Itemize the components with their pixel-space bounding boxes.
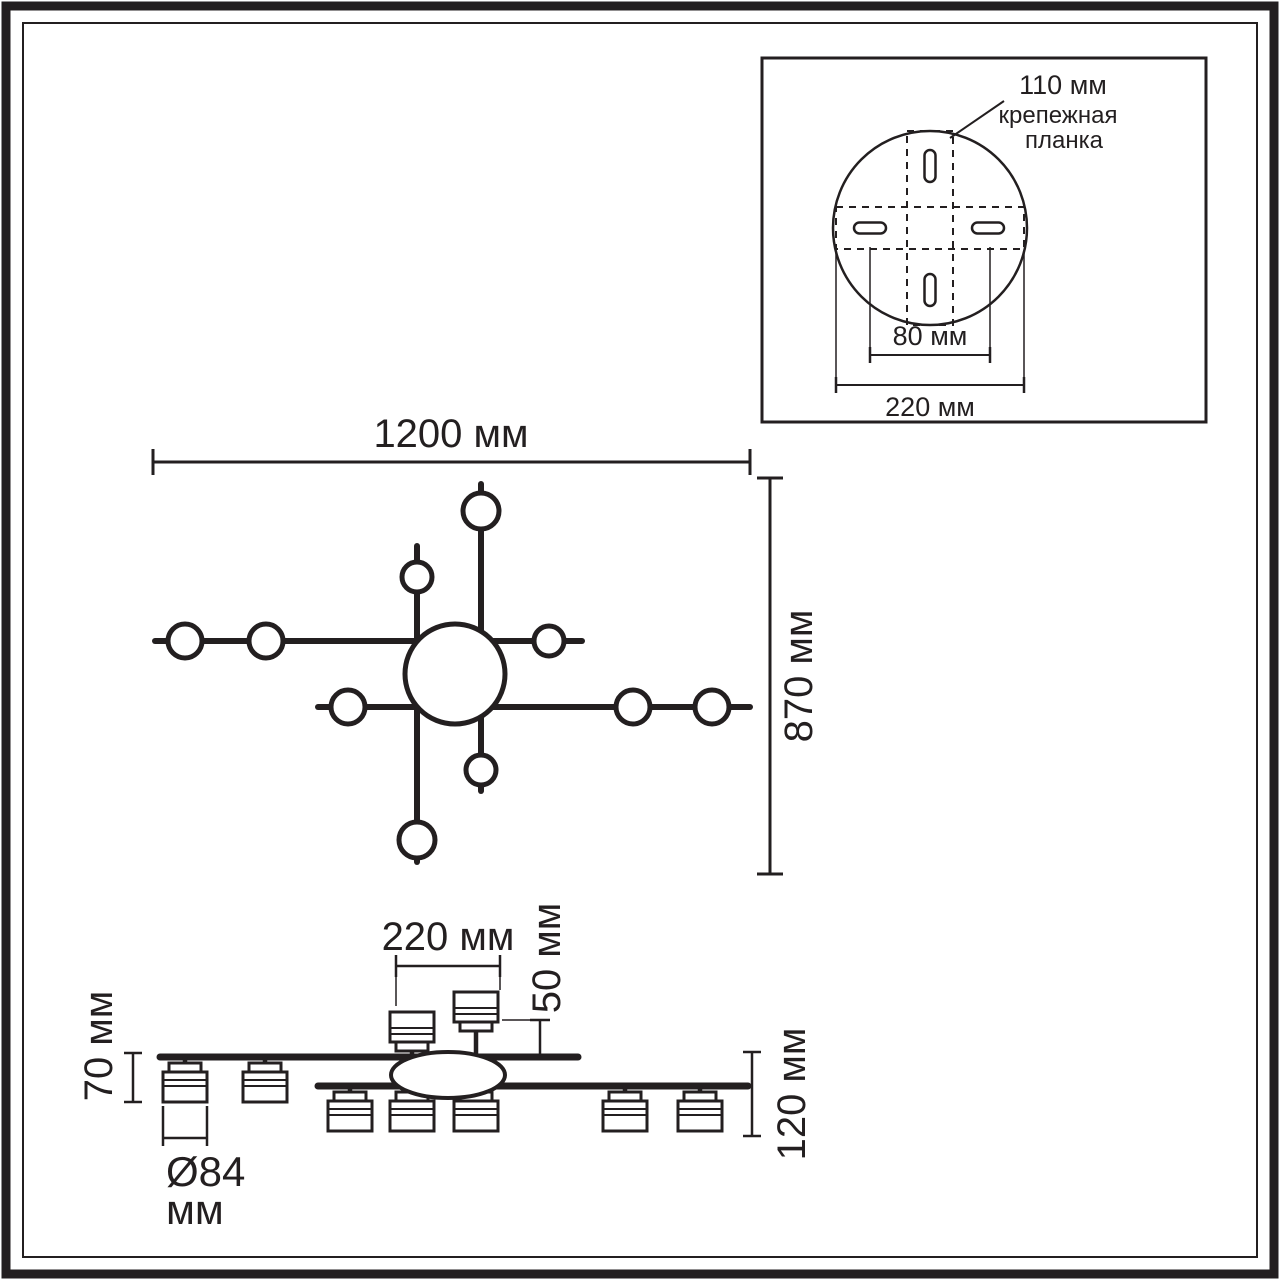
overall-depth-label: 870 мм <box>777 610 821 743</box>
shade-height-label: 70 мм <box>77 991 121 1102</box>
slot-bottom <box>923 272 937 308</box>
central-body-side-view <box>389 1050 507 1100</box>
plate-horizontal-bar-dashed <box>835 206 1025 250</box>
plate-name-line1: крепежная <box>999 102 1118 129</box>
side-view: 220 мм 50 мм 70 мм 120 мм <box>77 903 814 1233</box>
lamp-top-view <box>692 687 732 727</box>
lamp-shade-down <box>163 1057 207 1102</box>
lamp-shade-down <box>243 1057 287 1102</box>
inner-frame <box>22 22 1258 1258</box>
leader-line <box>949 100 1005 139</box>
lamp-top-view <box>463 752 499 788</box>
lamp-top-view <box>396 819 438 861</box>
lamp-shade-down <box>328 1086 372 1131</box>
shade-diameter-unit: мм <box>166 1186 224 1233</box>
slot-spacing-label: 80 мм <box>893 321 968 351</box>
plate-vertical-bar-dashed <box>906 130 954 326</box>
lamp-top-view <box>165 621 205 661</box>
lamp-top-view <box>460 490 502 532</box>
plate-width-label: 110 мм <box>1019 70 1107 100</box>
lamp-top-view <box>613 687 653 727</box>
lamp-top-view <box>531 623 567 659</box>
slot-right <box>970 221 1006 235</box>
plate-name-line2: планка <box>1025 127 1104 154</box>
plate-length-label: 220 мм <box>885 392 975 422</box>
slot-left <box>852 221 888 235</box>
stem-height-label: 50 мм <box>525 903 569 1014</box>
lamp-shade-up <box>454 992 498 1037</box>
shade-diameter-value: Ø84 <box>166 1148 245 1195</box>
central-body-top-view <box>402 621 508 727</box>
lamp-top-view <box>399 559 435 595</box>
fixture-height-label: 120 мм <box>770 1028 814 1161</box>
slot-top <box>923 148 937 184</box>
lamp-shade-up <box>390 1012 434 1057</box>
lamp-shade-down <box>678 1086 722 1131</box>
overall-width-label: 1200 мм <box>373 412 528 456</box>
lamp-top-view <box>246 621 286 661</box>
lamp-top-view <box>328 687 368 727</box>
mounting-plate-inset: 110 мм крепежная планка 80 мм 220 мм <box>760 56 1208 424</box>
top-view: 1200 мм 870 мм <box>151 412 821 876</box>
lamp-shade-down <box>603 1086 647 1131</box>
center-spacing-label: 220 мм <box>382 915 515 959</box>
